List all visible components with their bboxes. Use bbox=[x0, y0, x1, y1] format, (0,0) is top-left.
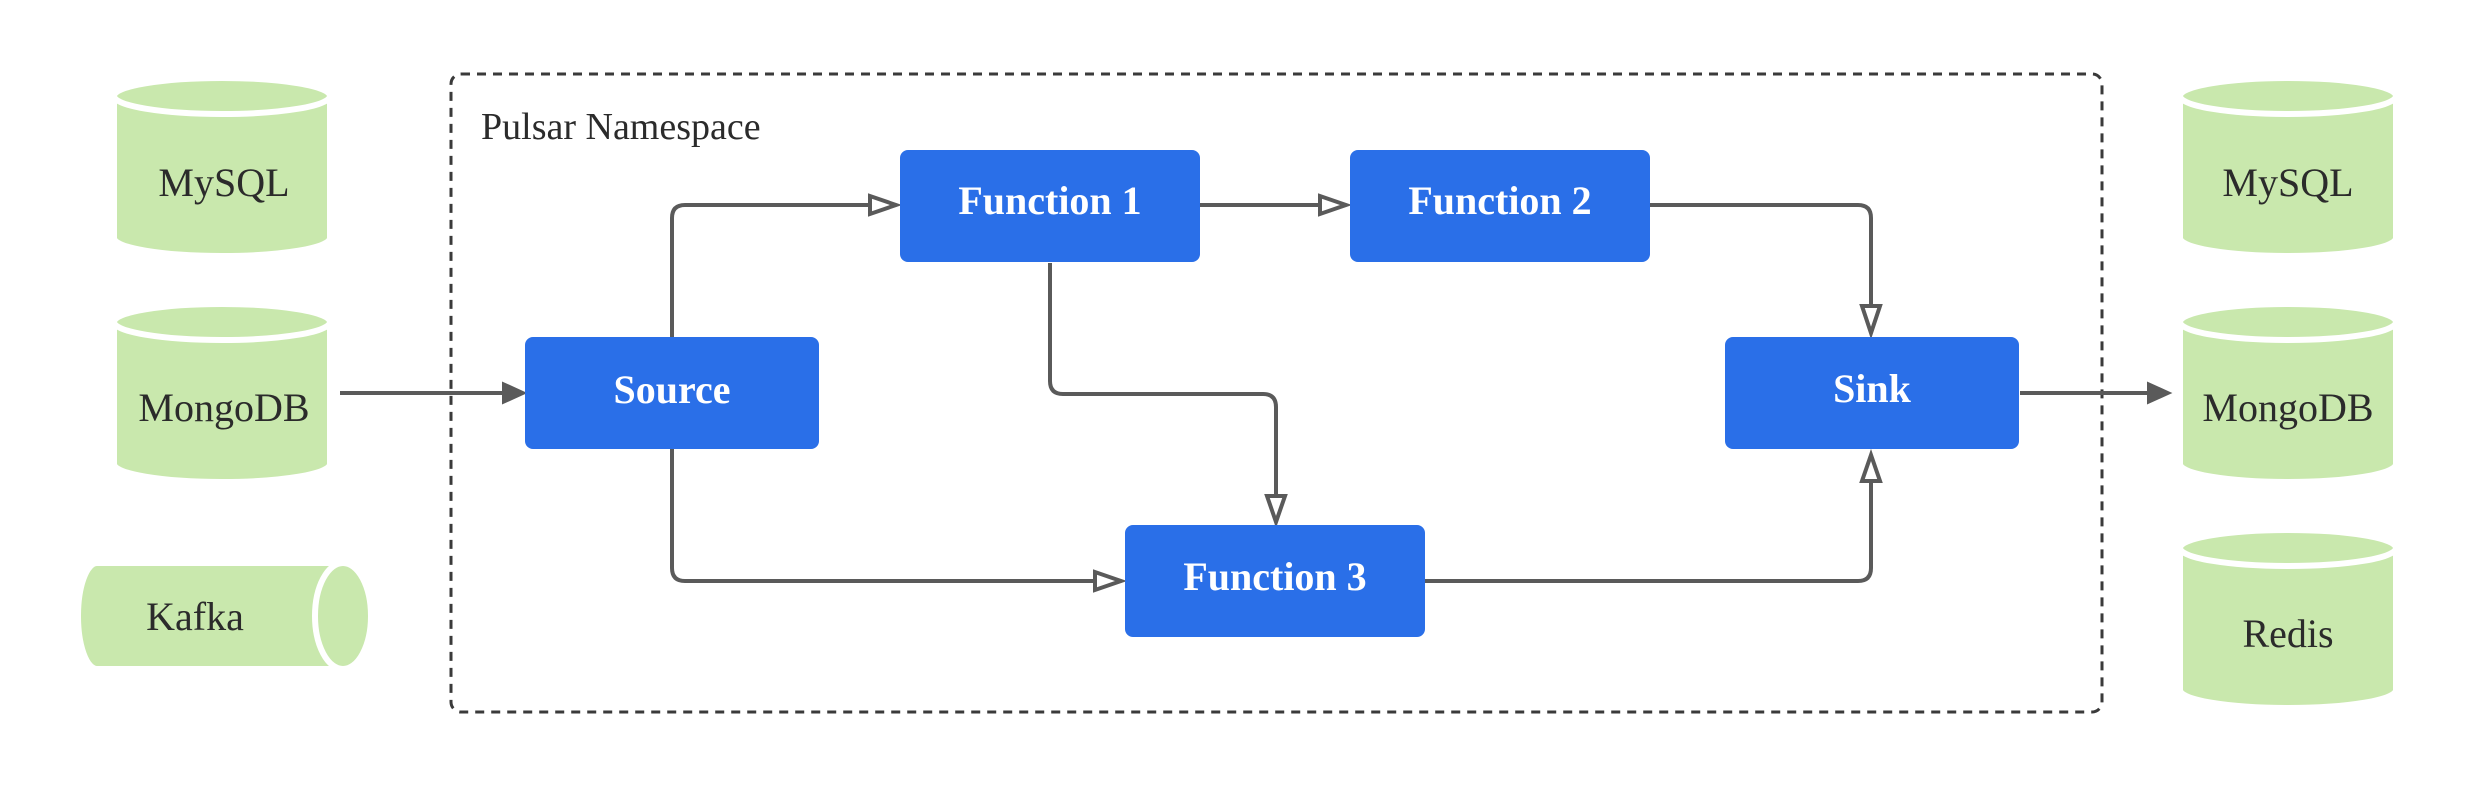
connector-source-to-function1 bbox=[670, 203, 868, 337]
sink-mongodb-cylinder-top bbox=[2177, 301, 2399, 343]
namespace-label: Pulsar Namespace bbox=[481, 106, 761, 148]
arrowhead-into-sink-from-function2 bbox=[1859, 304, 1883, 340]
sink-redis-database: Redis bbox=[2177, 527, 2399, 711]
sink-redis-cylinder-body bbox=[2177, 548, 2399, 711]
arrowhead-into-sink-from-function3 bbox=[1859, 448, 1883, 483]
source-node-box[interactable] bbox=[525, 337, 819, 449]
source-mongodb-database: MongoDB bbox=[111, 301, 333, 485]
sink-node-label: Sink bbox=[1833, 366, 1912, 411]
source-kafka-cylinder-body bbox=[75, 560, 331, 672]
function3-node-label: Function 3 bbox=[1183, 554, 1366, 599]
function3-node[interactable]: Function 3 bbox=[1125, 525, 1425, 637]
sink-mysql-label: MySQL bbox=[2222, 160, 2353, 205]
function1-node-label: Function 1 bbox=[958, 178, 1141, 223]
sink-redis-label: Redis bbox=[2242, 611, 2333, 656]
function3-node-box[interactable] bbox=[1125, 525, 1425, 637]
arrowhead-into-sink-mongodb bbox=[2147, 381, 2173, 405]
function1-node[interactable]: Function 1 bbox=[900, 150, 1200, 262]
sink-mysql-cylinder-top bbox=[2177, 75, 2399, 117]
source-kafka-queue: Kafka bbox=[75, 560, 374, 672]
sink-mongodb-cylinder-body bbox=[2177, 322, 2399, 485]
sink-redis-cylinder-top bbox=[2177, 527, 2399, 569]
arrowhead-into-function1 bbox=[868, 193, 903, 217]
sink-mysql-cylinder-body bbox=[2177, 96, 2399, 259]
source-mysql-cylinder-body bbox=[111, 96, 333, 259]
arrowhead-into-source bbox=[502, 381, 528, 405]
arrowhead-into-function3-from-source bbox=[1093, 569, 1128, 593]
sink-node[interactable]: Sink bbox=[1725, 337, 2019, 449]
function2-node-box[interactable] bbox=[1350, 150, 1650, 262]
sink-mongodb-label: MongoDB bbox=[2202, 385, 2373, 430]
source-mongodb-label: MongoDB bbox=[138, 385, 309, 430]
source-mysql-database: MySQL bbox=[111, 75, 333, 259]
source-kafka-label: Kafka bbox=[146, 594, 244, 639]
sink-node-box[interactable] bbox=[1725, 337, 2019, 449]
sink-mysql-database: MySQL bbox=[2177, 75, 2399, 259]
source-mongodb-cylinder-body bbox=[111, 322, 333, 485]
arrowhead-into-function3-from-function1 bbox=[1264, 494, 1288, 529]
connector-function2-to-sink bbox=[1650, 203, 1873, 304]
function2-node[interactable]: Function 2 bbox=[1350, 150, 1650, 262]
arrowhead-into-function2 bbox=[1318, 193, 1353, 217]
source-node[interactable]: Source bbox=[525, 337, 819, 449]
connector-source-to-function3 bbox=[670, 448, 1093, 583]
connector-function3-to-sink bbox=[1425, 483, 1873, 583]
source-mysql-label: MySQL bbox=[158, 160, 289, 205]
function2-node-label: Function 2 bbox=[1408, 178, 1591, 223]
function1-node-box[interactable] bbox=[900, 150, 1200, 262]
source-mysql-cylinder-top bbox=[111, 75, 333, 117]
source-kafka-cylinder-end bbox=[312, 560, 374, 672]
sink-mongodb-database: MongoDB bbox=[2177, 301, 2399, 485]
source-node-label: Source bbox=[613, 367, 730, 412]
source-mongodb-cylinder-top bbox=[111, 301, 333, 343]
connector-function1-to-function3 bbox=[1048, 263, 1278, 494]
